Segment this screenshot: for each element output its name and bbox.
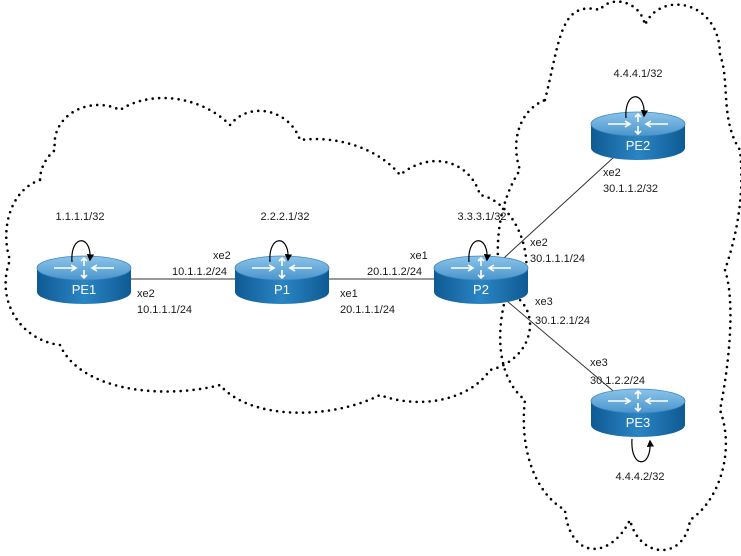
loopback-arrow-icon	[71, 240, 95, 263]
loopback-address-label: 4.4.4.2/32	[616, 471, 665, 483]
router-name: PE3	[626, 415, 651, 430]
loopback-arrow-icon	[269, 240, 293, 263]
interface-label: xe2	[530, 237, 548, 249]
ip-address-label: 30.1.2.1/24	[535, 315, 590, 327]
loopback-arrow-icon	[468, 240, 492, 263]
ip-address-label: 20.1.1.1/24	[340, 304, 395, 316]
ip-address-label: 30.1.1.2/32	[603, 183, 658, 195]
router-p1[interactable]: P1	[234, 240, 330, 304]
right-cloud	[496, 0, 741, 552]
loopback-arrow-icon	[631, 438, 654, 463]
router-top	[36, 255, 132, 281]
left-cloud	[4, 96, 532, 414]
router-pe3[interactable]: PE3	[590, 388, 686, 463]
router-top	[590, 388, 686, 414]
router-arrows-icon	[252, 256, 312, 280]
ip-address-label: 10.1.1.2/24	[172, 266, 227, 278]
interface-label: xe1	[340, 288, 358, 300]
ip-address-label: 30.1.2.2/24	[590, 375, 645, 387]
loopback-address-label: 1.1.1.1/32	[56, 211, 105, 223]
router-name: P2	[473, 282, 489, 297]
interface-label: xe2	[137, 288, 155, 300]
loopback-address-label: 3.3.3.1/32	[458, 211, 507, 223]
loopback-arrow-icon	[625, 96, 649, 119]
interface-label: xe2	[603, 167, 621, 179]
ip-address-label: 10.1.1.1/24	[137, 304, 192, 316]
router-top	[433, 255, 529, 281]
router-arrows-icon	[608, 112, 668, 136]
router-top	[590, 111, 686, 137]
router-p2[interactable]: P2	[433, 240, 529, 304]
interface-label: xe2	[213, 250, 231, 262]
loopback-address-label: 4.4.4.1/32	[614, 68, 663, 80]
router-name: PE1	[72, 282, 97, 297]
router-arrows-icon	[608, 389, 668, 413]
ip-address-label: 20.1.1.2/24	[367, 266, 422, 278]
router-name: P1	[274, 282, 290, 297]
ip-address-label: 30.1.1.1/24	[530, 253, 585, 265]
interface-label: xe3	[535, 296, 553, 308]
labels: xe2 10.1.1.1/24 xe2 10.1.1.2/24 xe1 20.1.1.1/…	[56, 68, 665, 483]
router-arrows-icon	[54, 256, 114, 280]
router-pe2[interactable]: PE2	[590, 96, 686, 160]
links	[84, 134, 639, 413]
loopback-address-label: 2.2.2.1/32	[261, 211, 310, 223]
link-p2-pe2	[480, 134, 639, 280]
router-pe1[interactable]: PE1	[36, 240, 132, 304]
interface-label: xe1	[410, 250, 428, 262]
router-top	[234, 255, 330, 281]
router-arrows-icon	[451, 256, 511, 280]
router-name: PE2	[626, 138, 651, 153]
interface-label: xe3	[590, 357, 608, 369]
